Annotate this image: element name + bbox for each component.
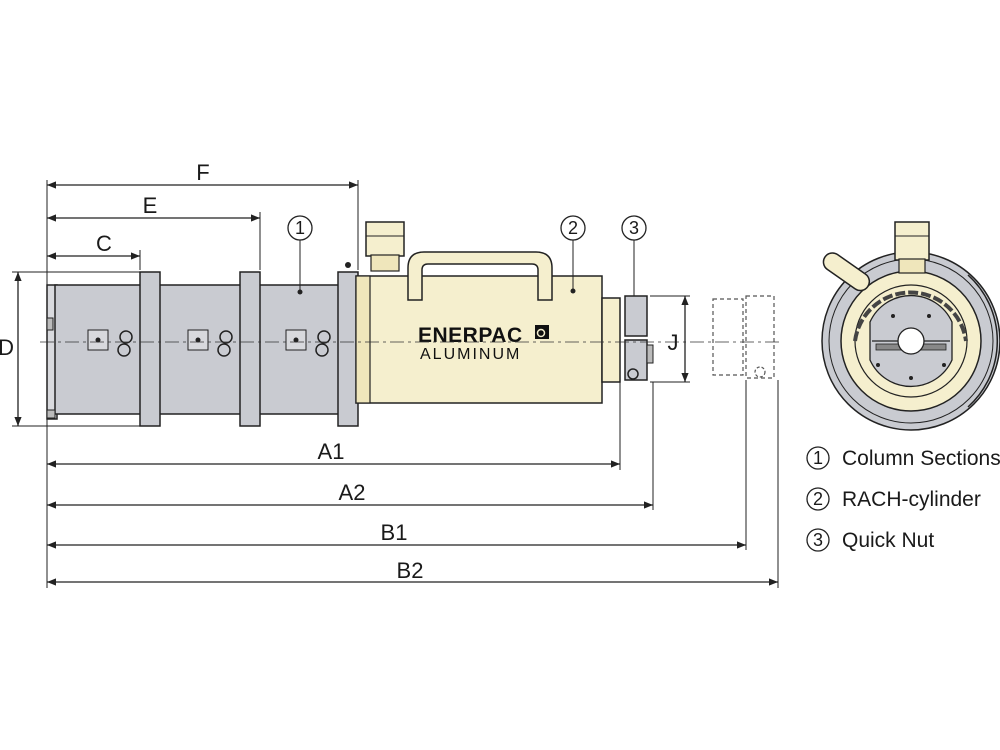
- circled-number-icon: [806, 446, 830, 470]
- circled-number-icon: [806, 487, 830, 511]
- dim-label-d: D: [0, 335, 14, 360]
- legend-item-number: 3: [813, 530, 823, 550]
- legend-item-number: 1: [813, 448, 823, 468]
- legend-item-number: 2: [813, 489, 823, 509]
- callout-1-number: 1: [295, 218, 305, 238]
- legend-item-label: Quick Nut: [842, 529, 934, 552]
- callout-1: 1: [287, 215, 313, 290]
- dim-label-j: J: [668, 330, 679, 355]
- legend-item-rach-cylinder: 2 RACH-cylinder: [806, 487, 981, 511]
- dim-label-f: F: [196, 160, 209, 185]
- dim-label-b1: B1: [381, 520, 408, 545]
- legend-item-label: RACH-cylinder: [842, 488, 981, 511]
- column-pin-3: [285, 329, 331, 357]
- column-pin-2: [187, 329, 233, 357]
- material-label: ALUMINUM: [420, 346, 521, 363]
- callout-3-number: 3: [629, 218, 639, 238]
- dim-label-c: C: [96, 231, 112, 256]
- rach-cylinder: ENERPAC ALUMINUM: [345, 221, 621, 404]
- callout-2-number: 2: [568, 218, 578, 238]
- legend-item-quick-nut: 3 Quick Nut: [806, 528, 934, 552]
- legend-item-label: Column Sections: [842, 447, 1000, 470]
- quick-nut: [624, 295, 775, 381]
- column-pin-1: [87, 329, 133, 357]
- dim-label-b2: B2: [397, 558, 424, 583]
- dim-label-e: E: [143, 193, 158, 218]
- callout-3: 3: [621, 215, 647, 296]
- circled-number-icon: [806, 528, 830, 552]
- dim-label-a2: A2: [339, 480, 366, 505]
- brand-label: ENERPAC: [418, 324, 523, 347]
- dimension-lines: [14, 181, 778, 586]
- enerpac-logo-icon: [535, 325, 549, 339]
- extension-lines: [12, 180, 779, 588]
- end-view: [821, 221, 1000, 431]
- dim-label-a1: A1: [318, 439, 345, 464]
- column-sections: [46, 271, 359, 427]
- legend-item-column-sections: 1 Column Sections: [806, 446, 1000, 470]
- legend: 1 Column Sections 2 RACH-cylinder 3 Quic…: [806, 446, 1000, 552]
- callout-2: 2: [560, 215, 586, 289]
